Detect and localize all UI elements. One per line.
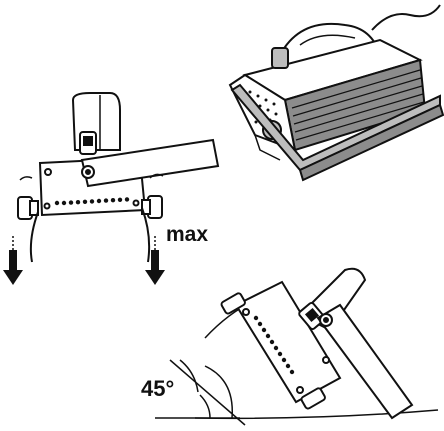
down-arrow-icon bbox=[3, 236, 23, 285]
heater-tilted-view-icon bbox=[155, 267, 439, 426]
heater-side-view-icon bbox=[17, 92, 220, 263]
down-arrow-icon bbox=[145, 236, 165, 285]
angle-label: 45° bbox=[141, 376, 175, 401]
heater-perspective-icon bbox=[228, 4, 444, 182]
max-label: max bbox=[166, 223, 209, 246]
